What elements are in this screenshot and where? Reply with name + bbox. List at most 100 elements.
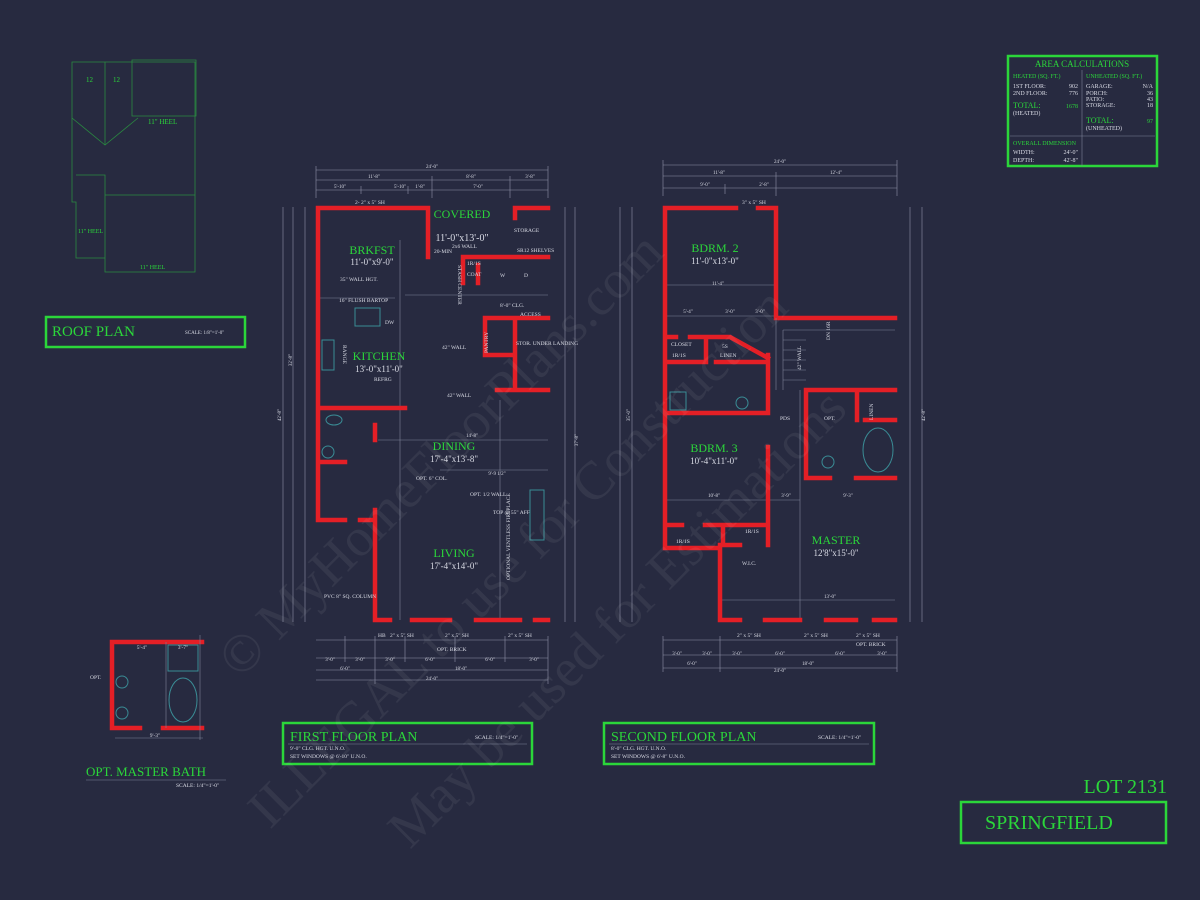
dimension: 37'-8"	[575, 434, 580, 446]
unheated-row-value: 43	[1147, 97, 1153, 103]
dimension: 11'-4"	[712, 282, 724, 287]
note: OPT. BRICK	[437, 647, 467, 653]
opt-master-bath-scale: SCALE: 1/4"=1'-0"	[176, 783, 219, 789]
dimension: 7'-0"	[473, 185, 483, 190]
dimension: 24'-0"	[426, 677, 438, 682]
note: PDS	[780, 416, 790, 422]
unheated-row-label: GARAGE:	[1086, 84, 1113, 90]
dimension: 9'-0"	[700, 183, 710, 188]
note: 1R/1S	[676, 539, 690, 545]
note: D	[524, 273, 528, 279]
note: STASH CENTER	[456, 265, 462, 305]
note: TOP @ 55" AFF	[493, 510, 530, 516]
unheated-total-note: (UNHEATED)	[1086, 125, 1122, 132]
note: 5S	[722, 344, 728, 350]
dimension: 24'-0"	[774, 160, 786, 165]
first-floor-title: FIRST FLOOR PLAN	[290, 730, 417, 745]
dimension: 3'-0"	[325, 658, 335, 663]
room-size-bdrm-3: 10'-4"x11'-0"	[690, 456, 738, 466]
second-floor-scale: SCALE: 1/4"=1'-0"	[818, 735, 861, 741]
unheated-header: UNHEATED (SQ. FT.)	[1086, 73, 1142, 80]
second-floor-title-box	[602, 721, 876, 766]
note: 2" x 5" SH	[445, 633, 469, 639]
opt-master-bath-plan: OPT. 5'-4" 3'-7" 9'-3" OPT. MASTER BATH …	[86, 635, 226, 789]
roof-pitch: 12	[113, 76, 121, 84]
first-floor-scale: SCALE: 1/4"=1'-0"	[475, 735, 518, 741]
opt-master-bath-title: OPT. MASTER BATH	[86, 764, 206, 779]
project-name: SPRINGFIELD	[985, 812, 1113, 834]
room-size-dining: 17'-4"x13'-8"	[430, 454, 478, 464]
room-label-living: LIVING	[433, 546, 475, 560]
room-label-bdrm-2: BDRM. 2	[691, 241, 738, 255]
heated-row-label: 1ST FLOOR:	[1013, 84, 1046, 90]
dimension: 3'-7"	[178, 645, 189, 651]
room-size-brkfst: 11'-0"x9'-0"	[350, 257, 394, 267]
first-floor-walls	[315, 205, 551, 623]
dimension: 9'-9 1/2"	[488, 472, 505, 477]
dimension: 3'-9"	[781, 494, 791, 499]
dimension: 11'-8"	[368, 175, 380, 180]
dimension: 6'-0"	[687, 662, 697, 667]
dimension: 3'-0"	[877, 652, 887, 657]
second-floor-note: SET WINDOWS @ 6'-8" U.N.O.	[611, 754, 686, 760]
note: 2- 2" x 5" SH	[355, 200, 385, 206]
unheated-row-label: PATIO:	[1086, 97, 1104, 103]
unheated-row-value: 36	[1147, 91, 1153, 97]
room-size-master: 12'8"x15'-0"	[813, 548, 858, 558]
heated-row-label: 2ND FLOOR:	[1013, 91, 1048, 97]
heated-row-value: 902	[1069, 84, 1078, 90]
dimension: 1'-8"	[415, 185, 425, 190]
note: LINEN	[869, 403, 875, 420]
dimension: 5'-4"	[137, 645, 148, 651]
note: REFRG	[374, 377, 392, 383]
dimension: 9'-3"	[843, 494, 853, 499]
roof-outline	[71, 59, 197, 273]
width-value: 24'-0"	[1063, 150, 1078, 156]
note: OPT. 1/2 WALL	[470, 492, 507, 498]
heated-total-value: 1678	[1066, 104, 1078, 110]
room-size-covered: 11'-0"x13'-0"	[435, 233, 488, 244]
first-floor-annotations: STORAGE SR12 SHELVES 2x6 WALL 20-MIN 1R/…	[324, 200, 578, 653]
dimension: 3'-0"	[755, 310, 765, 315]
roof-heel-note: 11" HEEL	[78, 229, 103, 235]
note: 42" WALL	[442, 345, 467, 351]
note: OPT. 6" COL.	[416, 476, 448, 482]
roof-plan: 12 12 11" HEEL 11" HEEL 11" HEEL ROOF PL…	[44, 59, 247, 349]
note: 2" x 5" SH	[856, 633, 880, 639]
depth-label: DEPTH:	[1013, 158, 1034, 164]
roof-heel-note: 11" HEEL	[140, 265, 165, 271]
dimension: 3'-0"	[529, 658, 539, 663]
room-size-bdrm-2: 11'-0"x13'-0"	[691, 256, 739, 266]
dimension: 32'-8"	[289, 354, 294, 366]
note: CLOSET	[671, 342, 692, 348]
first-floor-dimensions: 24'-0" 11'-8" 8'-8" 3'-8" 5'-10" 5'-10" …	[278, 165, 580, 682]
dimension: 11'-8"	[713, 171, 725, 176]
note: PVC 8" SQ. COLUMN	[324, 594, 376, 600]
note: 3" x 5" SH	[742, 200, 766, 206]
note: COAT	[467, 272, 482, 278]
note: 2" x 5" SH	[390, 633, 414, 639]
note: W	[500, 273, 506, 279]
second-floor-title: SECOND FLOOR PLAN	[611, 730, 756, 745]
note: 1R/1S	[745, 529, 759, 535]
roof-heel-note: 11" HEEL	[148, 118, 177, 126]
first-floor-note: SET WINDOWS @ 6'-10" U.N.O.	[290, 754, 367, 760]
dimension: 2'-8"	[759, 183, 769, 188]
note: 1R/1S	[467, 261, 481, 267]
dimension: 5'-10"	[334, 185, 346, 190]
roof-plan-title: ROOF PLAN	[52, 324, 135, 340]
second-floor-walls	[662, 205, 898, 623]
note: 42" WALL	[447, 393, 472, 399]
dimension: 24'-0"	[426, 165, 438, 170]
note: DW	[385, 320, 395, 326]
dimension: 5'-10"	[394, 185, 406, 190]
room-label-covered: COVERED	[434, 207, 491, 221]
note: HB	[378, 633, 386, 639]
note: OPT. BRICK	[856, 642, 886, 648]
note: 20-MIN	[434, 249, 452, 255]
dimension: 42'-8"	[278, 409, 283, 421]
dimension: 3'-0"	[355, 658, 365, 663]
note: 2" x 5" SH	[804, 633, 828, 639]
second-floor-plan: BDRM. 2 11'-0"x13'-0" BDRM. 3 10'-4"x11'…	[602, 160, 927, 766]
lot-number: LOT 2131	[1083, 776, 1167, 798]
